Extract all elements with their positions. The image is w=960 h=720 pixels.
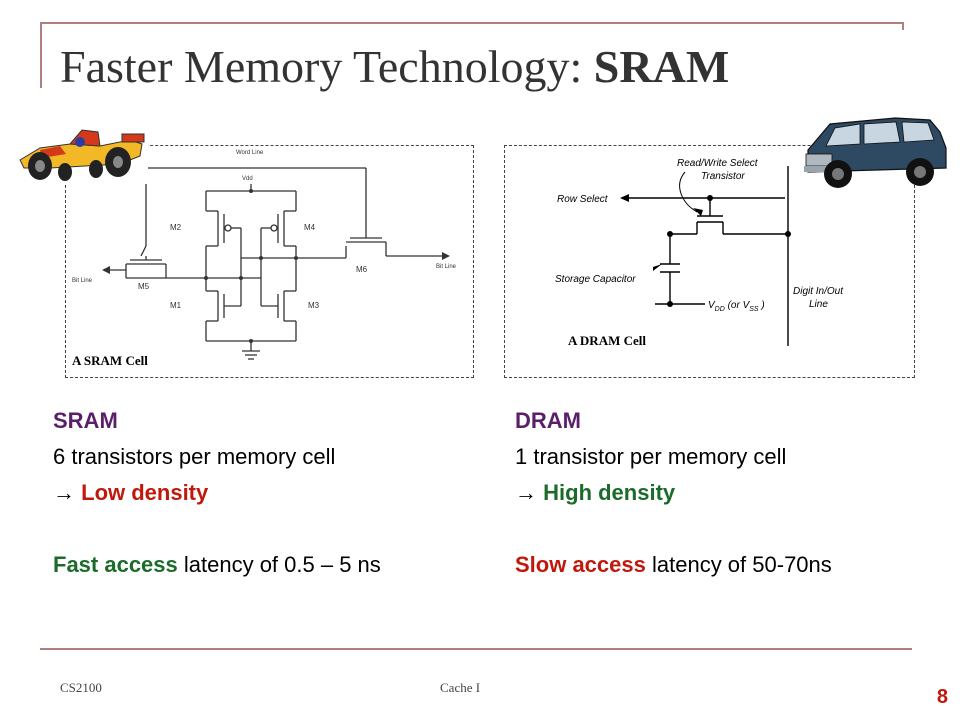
sram-cell-panel xyxy=(65,145,474,378)
rw-select-label-2: Transistor xyxy=(701,171,745,182)
rw-select-label-1: Read/Write Select xyxy=(677,158,759,169)
frame-right-tick xyxy=(902,22,904,30)
title-main: Faster Memory Technology: xyxy=(60,41,594,92)
bit-line-left-label: Bit Line xyxy=(72,278,93,284)
footer-rule xyxy=(40,648,912,650)
sram-heading: SRAM xyxy=(53,408,118,433)
dram-schematic: Read/Write Select Transistor Row Select … xyxy=(555,158,844,346)
storage-capacitor-label: Storage Capacitor xyxy=(555,274,636,285)
dram-cell-panel xyxy=(504,145,915,378)
dram-spacer xyxy=(515,511,832,547)
slide-title: Faster Memory Technology: SRAM xyxy=(60,40,729,93)
sram-density-line: → Low density xyxy=(53,475,381,511)
dram-access-line: Slow access latency of 50-70ns xyxy=(515,547,832,583)
bit-line-right-label: Bit Line xyxy=(436,264,457,270)
footer-course: CS2100 xyxy=(60,680,102,695)
m1-label: M1 xyxy=(170,301,182,310)
sram-spacer xyxy=(53,511,381,547)
sram-density-value: Low density xyxy=(81,480,209,505)
frame-top-rule xyxy=(40,22,904,24)
arrow-right-icon: → xyxy=(515,480,537,505)
race-car-icon xyxy=(10,120,148,184)
dram-cell-caption: A DRAM Cell xyxy=(568,333,646,348)
sram-column: SRAM 6 transistors per memory cell → Low… xyxy=(53,403,381,583)
vdd-label: Vdd xyxy=(242,176,253,182)
sram-access-emphasis: Fast access xyxy=(53,552,178,577)
sram-access-rest: latency of 0.5 – 5 ns xyxy=(177,552,381,577)
m6-label: M6 xyxy=(356,265,368,274)
digit-line-label-1: Digit In/Out xyxy=(793,286,844,297)
digit-line-label-2: Line xyxy=(809,299,828,310)
dram-heading: DRAM xyxy=(515,408,581,433)
sram-transistor-line: 6 transistors per memory cell xyxy=(53,444,336,469)
word-line-label: Word Line xyxy=(236,150,264,156)
dram-transistor-line: 1 transistor per memory cell xyxy=(515,444,787,469)
vdd-vss-label: VDD (or VSS ) xyxy=(708,300,765,313)
arrow-right-icon: → xyxy=(53,480,75,505)
dram-column: DRAM 1 transistor per memory cell → High… xyxy=(515,403,832,583)
sram-schematic: Word Line Vdd Bit Line Bit Line M2 M4 M5… xyxy=(72,150,457,360)
dram-access-emphasis: Slow access xyxy=(515,552,646,577)
row-select-label: Row Select xyxy=(557,194,609,205)
m2-label: M2 xyxy=(170,223,182,232)
frame-left-rule xyxy=(40,22,42,88)
dram-density-value: High density xyxy=(543,480,676,505)
m3-label: M3 xyxy=(308,301,320,310)
suv-icon xyxy=(804,117,947,188)
dram-access-rest: latency of 50-70ns xyxy=(645,552,832,577)
dram-density-line: → High density xyxy=(515,475,832,511)
title-bold: SRAM xyxy=(593,41,730,92)
m4-label: M4 xyxy=(304,223,316,232)
page-number: 8 xyxy=(936,686,948,708)
m5-label: M5 xyxy=(138,282,150,291)
sram-access-line: Fast access latency of 0.5 – 5 ns xyxy=(53,547,381,583)
sram-cell-caption: A SRAM Cell xyxy=(72,353,148,368)
footer-topic: Cache I xyxy=(440,680,481,695)
